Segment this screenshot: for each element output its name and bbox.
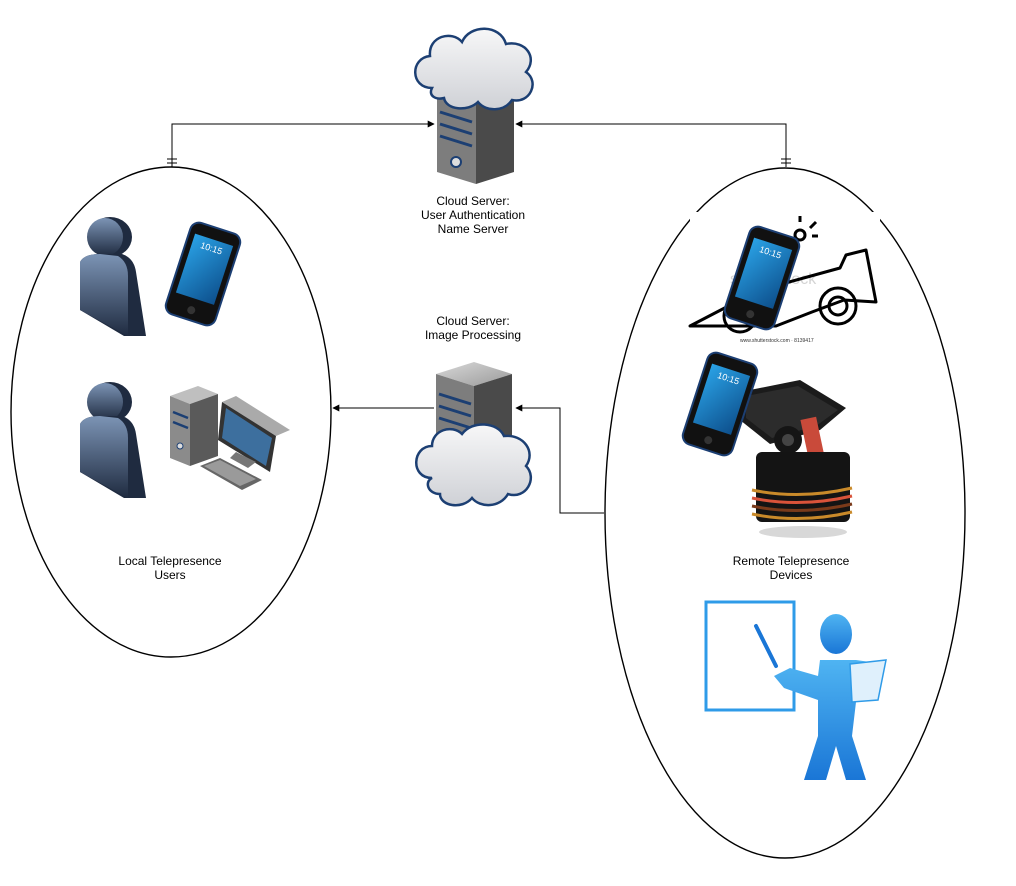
- label-line: Image Processing: [424, 328, 522, 342]
- auth-server-label: Cloud Server: User Authentication Name S…: [400, 194, 546, 236]
- local-users-label: Local Telepresence Users: [90, 554, 250, 582]
- label-line: Local Telepresence: [118, 554, 222, 568]
- image-cloud-icon: [415, 423, 533, 507]
- desktop-computer-icon: [170, 386, 290, 490]
- phone-icon: 10:15: [681, 351, 759, 457]
- stock-caption-text: www.shutterstock.com · 8139417: [740, 338, 814, 344]
- servo-pan-tilt-icon: [740, 380, 853, 538]
- connector-auth-remote: [515, 120, 791, 167]
- label-line: Cloud Server:: [436, 194, 510, 208]
- auth-server-icon: [437, 80, 514, 184]
- user-icon: [80, 382, 146, 498]
- teacher-board-icon: [704, 600, 887, 780]
- image-server-label: Cloud Server: Image Processing: [400, 314, 546, 342]
- remote-devices-ellipse: [604, 167, 966, 859]
- auth-cloud-icon: [414, 27, 534, 111]
- connector-auth-local: [167, 120, 435, 167]
- remote-devices-label: Remote Telepresence Devices: [706, 554, 876, 582]
- connector-image-server: [332, 404, 604, 514]
- label-line: Cloud Server:: [436, 314, 510, 328]
- label-line: Devices: [769, 568, 813, 582]
- phone-icon: 10:15: [164, 221, 242, 327]
- label-line: User Authentication: [420, 208, 526, 222]
- label-line: Remote Telepresence: [732, 554, 850, 568]
- user-icon: [80, 217, 146, 336]
- label-line: Users: [154, 568, 186, 582]
- phone-icon: 10:15: [723, 225, 801, 331]
- local-users-ellipse: [10, 166, 332, 658]
- label-line: Name Server: [437, 222, 509, 236]
